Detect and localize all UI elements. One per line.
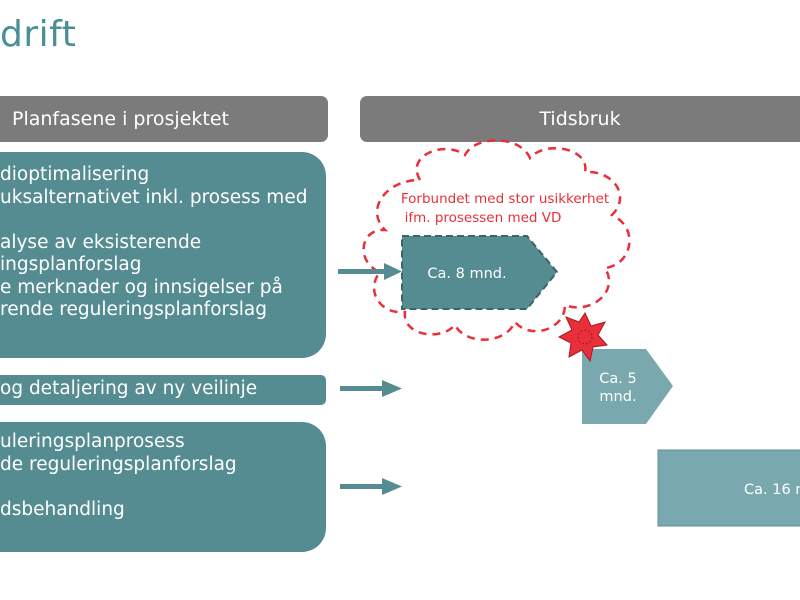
phase-1-line: rende reguleringsplanforslag xyxy=(0,299,267,320)
uncertainty-cloud xyxy=(362,139,631,341)
header-time-usage: Tidsbruk xyxy=(360,96,800,142)
arrow-phase-2 xyxy=(340,380,402,397)
duration-block-2 xyxy=(582,349,673,424)
phase-box-1: dioptimalisering uksalternativet inkl. p… xyxy=(0,152,326,358)
duration-label-2-line1: Ca. 5 xyxy=(599,371,636,387)
arrow-phase-3 xyxy=(340,478,402,495)
duration-block-3 xyxy=(657,449,800,527)
uncertainty-note-line1: Forbundet med stor usikkerhet xyxy=(401,191,609,207)
phase-1-line: dioptimalisering xyxy=(0,164,150,185)
phase-1-line: ingsplanforslag xyxy=(0,254,142,275)
phase-1-line: uksalternativet inkl. prosess med xyxy=(0,186,308,208)
duration-block-1 xyxy=(401,235,559,310)
page-title: drift xyxy=(0,14,77,55)
phase-1-line: alyse av eksisterende xyxy=(0,231,202,253)
risk-star-icon xyxy=(557,311,608,363)
phase-3-line: de reguleringsplanforslag xyxy=(0,453,237,475)
arrow-phase-1 xyxy=(338,263,402,280)
phase-3-line: uleringsplanprosess xyxy=(0,431,185,452)
phase-box-2: og detaljering av ny veilinje xyxy=(0,375,326,405)
phase-2-line: og detaljering av ny veilinje xyxy=(0,378,258,399)
phase-3-line: dsbehandling xyxy=(0,498,125,520)
phase-1-line: e merknader og innsigelser på xyxy=(0,276,283,298)
duration-label-2-line2: mnd. xyxy=(599,389,636,405)
duration-label-1: Ca. 8 mnd. xyxy=(427,266,506,282)
header-plan-phases: Planfasene i prosjektet xyxy=(0,96,328,142)
phase-box-3: uleringsplanprosess de reguleringsplanfo… xyxy=(0,422,326,552)
duration-label-3: Ca. 16 m xyxy=(744,482,800,498)
uncertainty-note-line2: ifm. prosessen med VD xyxy=(405,210,562,226)
